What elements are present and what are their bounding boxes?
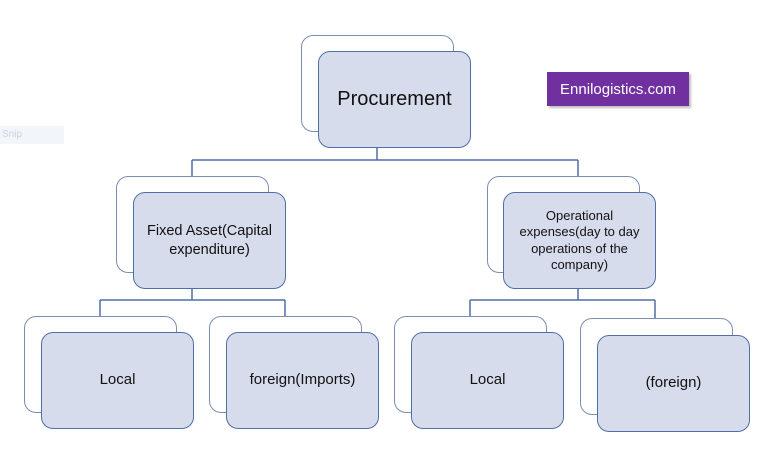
procurement-node-label: Procurement bbox=[337, 88, 452, 110]
capital-foreign-node: foreign(Imports) bbox=[226, 332, 379, 429]
operational-local-node: Local bbox=[411, 332, 564, 429]
capital-expenditure-label: Fixed Asset(Capital expenditure) bbox=[147, 223, 272, 258]
ennilogistics-watermark: Ennilogistics.com bbox=[547, 72, 689, 106]
operational-foreign-node: (foreign) bbox=[597, 335, 750, 432]
capital-foreign-label: foreign(Imports) bbox=[249, 371, 356, 389]
faint-snip-tag: Snip bbox=[0, 126, 64, 144]
procurement-node: Procurement bbox=[318, 51, 471, 148]
operational-foreign-label: (foreign) bbox=[645, 374, 702, 392]
capital-expenditure-node: Fixed Asset(Capital expenditure) bbox=[133, 192, 286, 289]
operational-expenses-node: Operational expenses(day to day operatio… bbox=[503, 192, 656, 289]
capital-local-label: Local bbox=[99, 371, 136, 389]
operational-local-label: Local bbox=[469, 371, 506, 389]
capital-local-node: Local bbox=[41, 332, 194, 429]
operational-expenses-label: Operational expenses(day to day operatio… bbox=[519, 208, 640, 272]
